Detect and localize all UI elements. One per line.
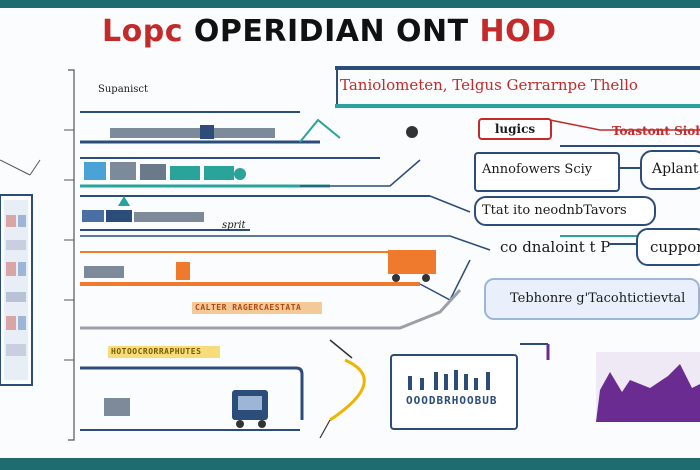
bottom-box: OOODBRHOOBUB xyxy=(390,354,518,430)
telephone-box: Tebhonre g'Tacohtictievtal xyxy=(484,278,700,320)
lane-1-forklift-icon xyxy=(200,125,214,139)
page-title: Lopc OPERIDIAN ONT HOD xyxy=(102,14,557,49)
yellow-ribbon-text: HOTOOCRORRAPHUTES xyxy=(111,347,202,356)
bottom-box-label: OOODBRHOOBUB xyxy=(406,394,498,407)
logistics-tag: lugics xyxy=(478,118,552,140)
sprit-label: sprit xyxy=(222,220,246,231)
bottom-frame-bar xyxy=(0,458,700,470)
lane-1-connector xyxy=(299,118,341,143)
title-part-3: ONT xyxy=(385,14,469,49)
aplant-label: Aplant xyxy=(652,161,699,177)
city-skyline-icon xyxy=(596,364,700,422)
lane-3-connector xyxy=(80,235,491,251)
doudlo-label: co dnaloint t P xyxy=(500,238,611,256)
lane-2-connector xyxy=(300,159,421,187)
left-panel-label: Supanisct xyxy=(98,84,149,95)
support-label: cuppor xyxy=(650,238,700,256)
orange-ribbon: CALTER RAGERCAESTATA xyxy=(192,302,322,314)
lane-6-track xyxy=(80,366,304,420)
lane-4-truck-icon xyxy=(84,250,436,282)
lane-3-train-icon xyxy=(82,196,204,222)
navigators-box: Ttat ito neodnbTavors xyxy=(474,196,656,226)
lane-5-track xyxy=(80,288,462,330)
title-part-1: Lopc xyxy=(102,14,183,49)
anno-tower-label: Annofowers Sciy xyxy=(482,162,593,177)
red-connector-line xyxy=(549,119,700,131)
banner-bottom-rule xyxy=(335,104,700,108)
navigators-label: Ttat ito neodnbTavors xyxy=(482,203,627,218)
title-part-2: OPERIDIAN xyxy=(182,14,386,49)
lane-3-arrow xyxy=(429,195,471,213)
title-part-4: HOD xyxy=(468,14,557,49)
left-bracket xyxy=(68,69,75,441)
robot-icon xyxy=(406,126,418,138)
anno-tower-box: Annofowers Sciy xyxy=(474,152,620,192)
lane-2-train-icon xyxy=(84,162,246,180)
lane-6-van-icon xyxy=(104,390,268,428)
lane-1-conveyor xyxy=(110,128,275,138)
bottom-box-bars-icon xyxy=(408,370,490,390)
orange-ribbon-text: CALTER RAGERCAESTATA xyxy=(195,303,302,312)
lane-6-tail xyxy=(319,419,331,439)
warehouse-rack-icon xyxy=(0,159,41,386)
toaston-label: Toastont Sioh xyxy=(612,124,700,138)
top-frame-bar xyxy=(0,0,700,8)
aplant-box: Aplant xyxy=(640,150,700,190)
lane-6-arrow xyxy=(329,339,353,359)
lane-4-track xyxy=(80,282,420,286)
banner-top-rule xyxy=(335,66,700,70)
yellow-ribbon: HOTOOCRORRAPHUTES xyxy=(108,346,220,358)
support-box: cuppor xyxy=(636,228,700,266)
header-banner-text: Taniolometen, Telgus Gerrarnpe Thello xyxy=(340,76,638,94)
telephone-label: Tebhonre g'Tacohtictievtal xyxy=(510,291,686,306)
logistics-tag-label: lugics xyxy=(494,122,536,136)
lane-6-yellow-curve xyxy=(329,358,366,422)
